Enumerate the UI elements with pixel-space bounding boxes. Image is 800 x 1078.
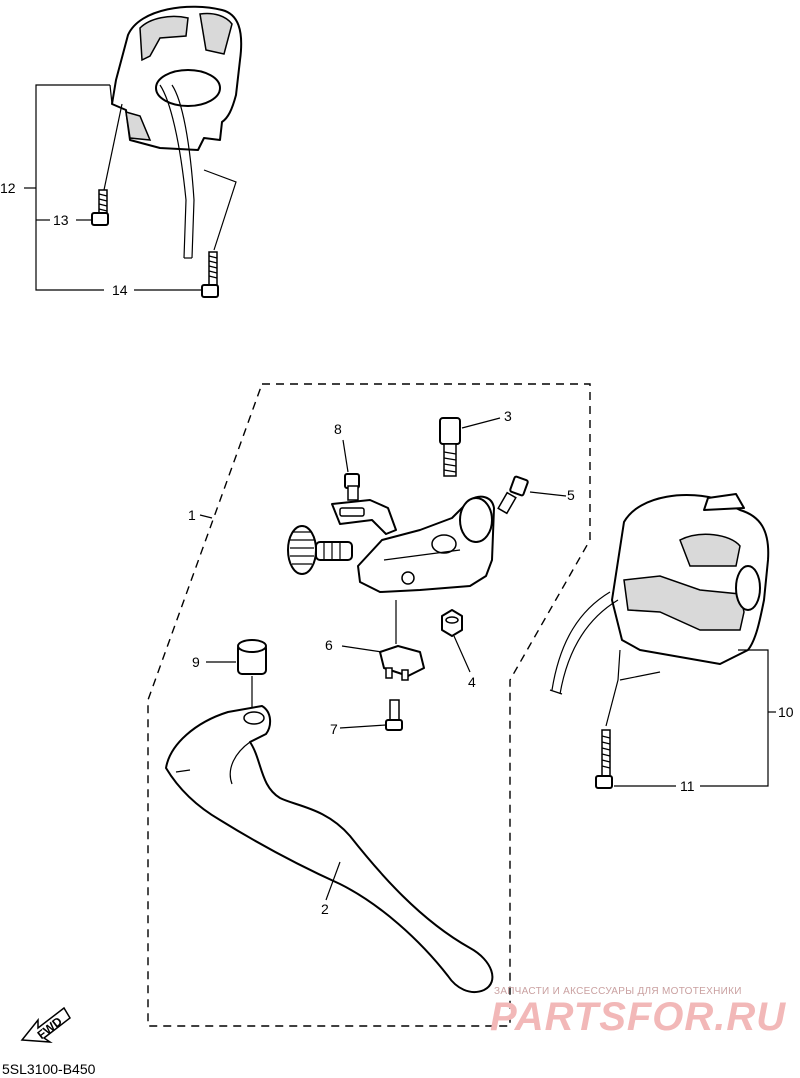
callout-3: 3 — [504, 408, 512, 424]
callout-4: 4 — [468, 674, 476, 690]
callout-11: 11 — [680, 778, 695, 794]
callout-9: 9 — [192, 654, 200, 670]
callout-8: 8 — [334, 421, 342, 437]
watermark-brand: PARTSFOR.RU — [490, 995, 786, 1039]
screw-8 — [344, 473, 360, 501]
switch-6 — [379, 645, 425, 681]
lever-2 — [165, 705, 494, 994]
callout-5: 5 — [567, 487, 575, 503]
callout-2: 2 — [321, 901, 329, 917]
assembly-1-boundary — [147, 383, 591, 1027]
callout-12: 12 — [0, 180, 16, 196]
adjuster-knob — [287, 525, 353, 575]
fwd-arrow-icon: FWD — [20, 1006, 71, 1043]
screw-7 — [385, 699, 403, 731]
lever-holder — [357, 495, 495, 593]
screw-5 — [497, 475, 529, 515]
nut-4 — [441, 609, 463, 637]
right-switch-housing — [549, 493, 770, 695]
watermark-tagline: ЗАПЧАСТИ И АКСЕССУАРЫ ДЛЯ МОТОТЕХНИКИ — [494, 986, 742, 997]
left-switch-housing — [111, 5, 243, 259]
diagram-code: 5SL3100-B450 — [2, 1061, 96, 1077]
callout-14: 14 — [112, 282, 128, 298]
bolt-3 — [439, 417, 461, 477]
screw-11 — [595, 729, 613, 789]
callout-6: 6 — [325, 637, 333, 653]
collar-9 — [237, 639, 267, 675]
switch-bracket — [331, 499, 397, 535]
screw-13 — [91, 189, 109, 226]
screw-14 — [201, 251, 219, 298]
callout-1: 1 — [188, 507, 196, 523]
callout-10: 10 — [778, 704, 794, 720]
callout-7: 7 — [330, 721, 338, 737]
callout-13: 13 — [53, 212, 69, 228]
